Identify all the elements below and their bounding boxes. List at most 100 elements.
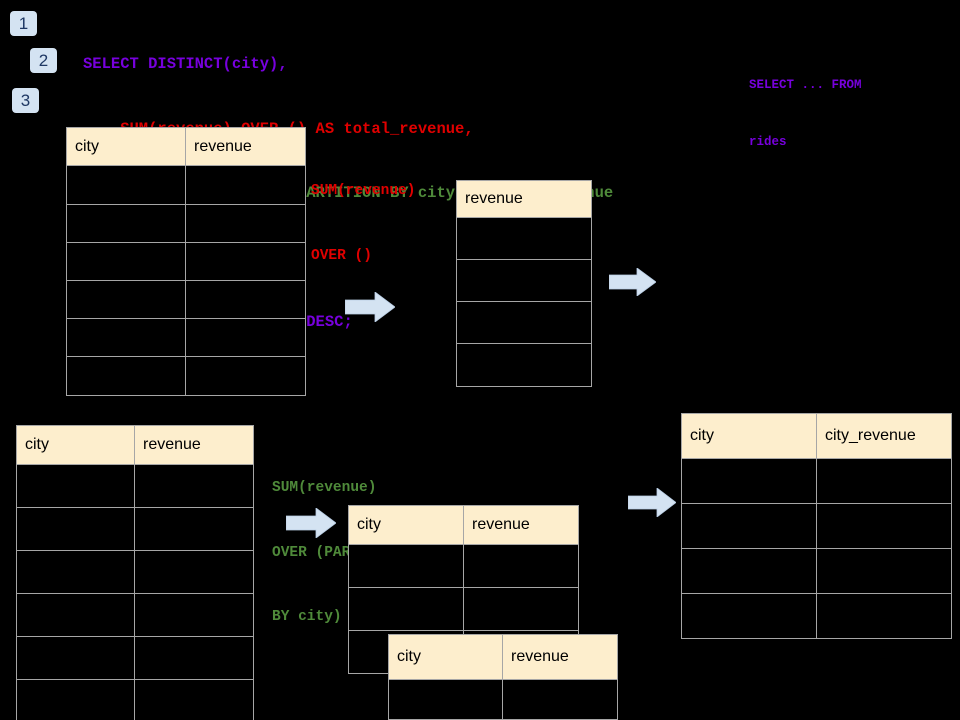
table-cell — [681, 548, 817, 594]
table-result-header-city: city — [681, 413, 817, 459]
table-cell — [388, 679, 503, 720]
table-partition-front-header-row: city revenue — [388, 634, 618, 680]
sql-line-select: SELECT DISTINCT(city), — [83, 55, 288, 73]
step-badge-2-label: 2 — [38, 51, 49, 70]
table-rides-bottom: city revenue — [16, 425, 254, 720]
table-rides-bottom-header-row: city revenue — [16, 425, 254, 465]
table-cell — [456, 259, 592, 302]
table-result-body — [681, 458, 952, 639]
table-cell — [134, 550, 254, 594]
table-row — [16, 679, 254, 720]
table-row — [16, 593, 254, 637]
table-cell — [463, 587, 579, 631]
table-row — [456, 259, 592, 302]
table-cell — [502, 679, 618, 720]
table-cell — [185, 280, 306, 319]
table-total-revenue-body — [456, 217, 592, 387]
table-total-revenue: revenue — [456, 180, 592, 387]
table-cell — [16, 679, 135, 720]
step-badge-3-label: 3 — [20, 91, 31, 110]
side-note-line-1: SELECT ... FROM — [749, 78, 862, 92]
table-cell — [681, 503, 817, 549]
table-rides-bottom-body — [16, 464, 254, 720]
table-cell — [16, 464, 135, 508]
table-row — [66, 242, 306, 281]
table-row — [16, 464, 254, 508]
table-cell — [456, 301, 592, 344]
table-cell — [66, 318, 186, 357]
table-row — [456, 217, 592, 260]
arrow-right-icon-3 — [286, 508, 336, 538]
table-total-revenue-header-row: revenue — [456, 180, 592, 218]
step-badge-3: 3 — [12, 88, 39, 113]
table-cell — [66, 242, 186, 281]
table-cell — [134, 464, 254, 508]
arrow-right-icon-4 — [628, 488, 676, 517]
table-row — [16, 636, 254, 680]
step-badge-1: 1 — [10, 11, 37, 36]
table-row — [66, 280, 306, 319]
table-partition-front: city revenue — [388, 634, 618, 720]
annotation-city-revenue-line-1: SUM(revenue) — [272, 480, 377, 496]
table-cell — [816, 548, 952, 594]
step-badge-1-label: 1 — [18, 14, 29, 33]
side-note-line-2: rides — [749, 135, 787, 149]
table-partition-front-header-city: city — [388, 634, 503, 680]
table-cell — [456, 217, 592, 260]
table-row — [456, 343, 592, 387]
table-cell — [16, 550, 135, 594]
table-row — [66, 165, 306, 205]
table-cell — [66, 204, 186, 243]
table-result-header-city-revenue: city_revenue — [816, 413, 952, 459]
table-result-header-row: city city_revenue — [681, 413, 952, 459]
table-cell — [134, 636, 254, 680]
table-partition-back-header-city: city — [348, 505, 464, 545]
table-cell — [456, 343, 592, 387]
table-row — [16, 507, 254, 551]
table-rides-top-header-city: city — [66, 127, 186, 166]
table-result: city city_revenue — [681, 413, 952, 639]
table-cell — [16, 507, 135, 551]
table-row — [681, 458, 952, 504]
table-cell — [816, 503, 952, 549]
table-partition-front-header-revenue: revenue — [502, 634, 618, 680]
table-cell — [348, 587, 464, 631]
table-row — [66, 204, 306, 243]
table-row — [681, 593, 952, 639]
table-cell — [66, 165, 186, 205]
table-partition-front-body — [388, 679, 618, 720]
side-note-select-from-rides: SELECT ... FROM rides — [749, 38, 862, 190]
table-row — [681, 503, 952, 549]
table-rides-bottom-header-city: city — [16, 425, 135, 465]
table-row — [66, 356, 306, 396]
table-cell — [16, 636, 135, 680]
table-partition-back-header-revenue: revenue — [463, 505, 579, 545]
step-badge-2: 2 — [30, 48, 57, 73]
table-cell — [134, 507, 254, 551]
annotation-total-revenue-line-1: SUM(revenue) — [311, 183, 416, 199]
annotation-total-revenue: SUM(revenue) OVER () — [311, 138, 415, 310]
table-row — [66, 318, 306, 357]
table-cell — [134, 593, 254, 637]
table-cell — [66, 356, 186, 396]
table-cell — [348, 544, 464, 588]
table-cell — [463, 544, 579, 588]
table-row — [348, 544, 579, 588]
table-cell — [681, 458, 817, 504]
annotation-city-revenue-line-3: BY city) — [272, 609, 342, 625]
table-rides-top: city revenue — [66, 127, 306, 396]
table-rides-bottom-header-revenue: revenue — [134, 425, 254, 465]
table-cell — [185, 318, 306, 357]
table-total-revenue-header-revenue: revenue — [456, 180, 592, 218]
table-rides-top-header-row: city revenue — [66, 127, 306, 166]
table-cell — [66, 280, 186, 319]
table-cell — [816, 593, 952, 639]
table-cell — [816, 458, 952, 504]
table-row — [348, 587, 579, 631]
table-row — [681, 548, 952, 594]
table-cell — [681, 593, 817, 639]
table-cell — [185, 165, 306, 205]
annotation-total-revenue-line-2: OVER () — [311, 247, 372, 264]
table-rides-top-header-revenue: revenue — [185, 127, 306, 166]
